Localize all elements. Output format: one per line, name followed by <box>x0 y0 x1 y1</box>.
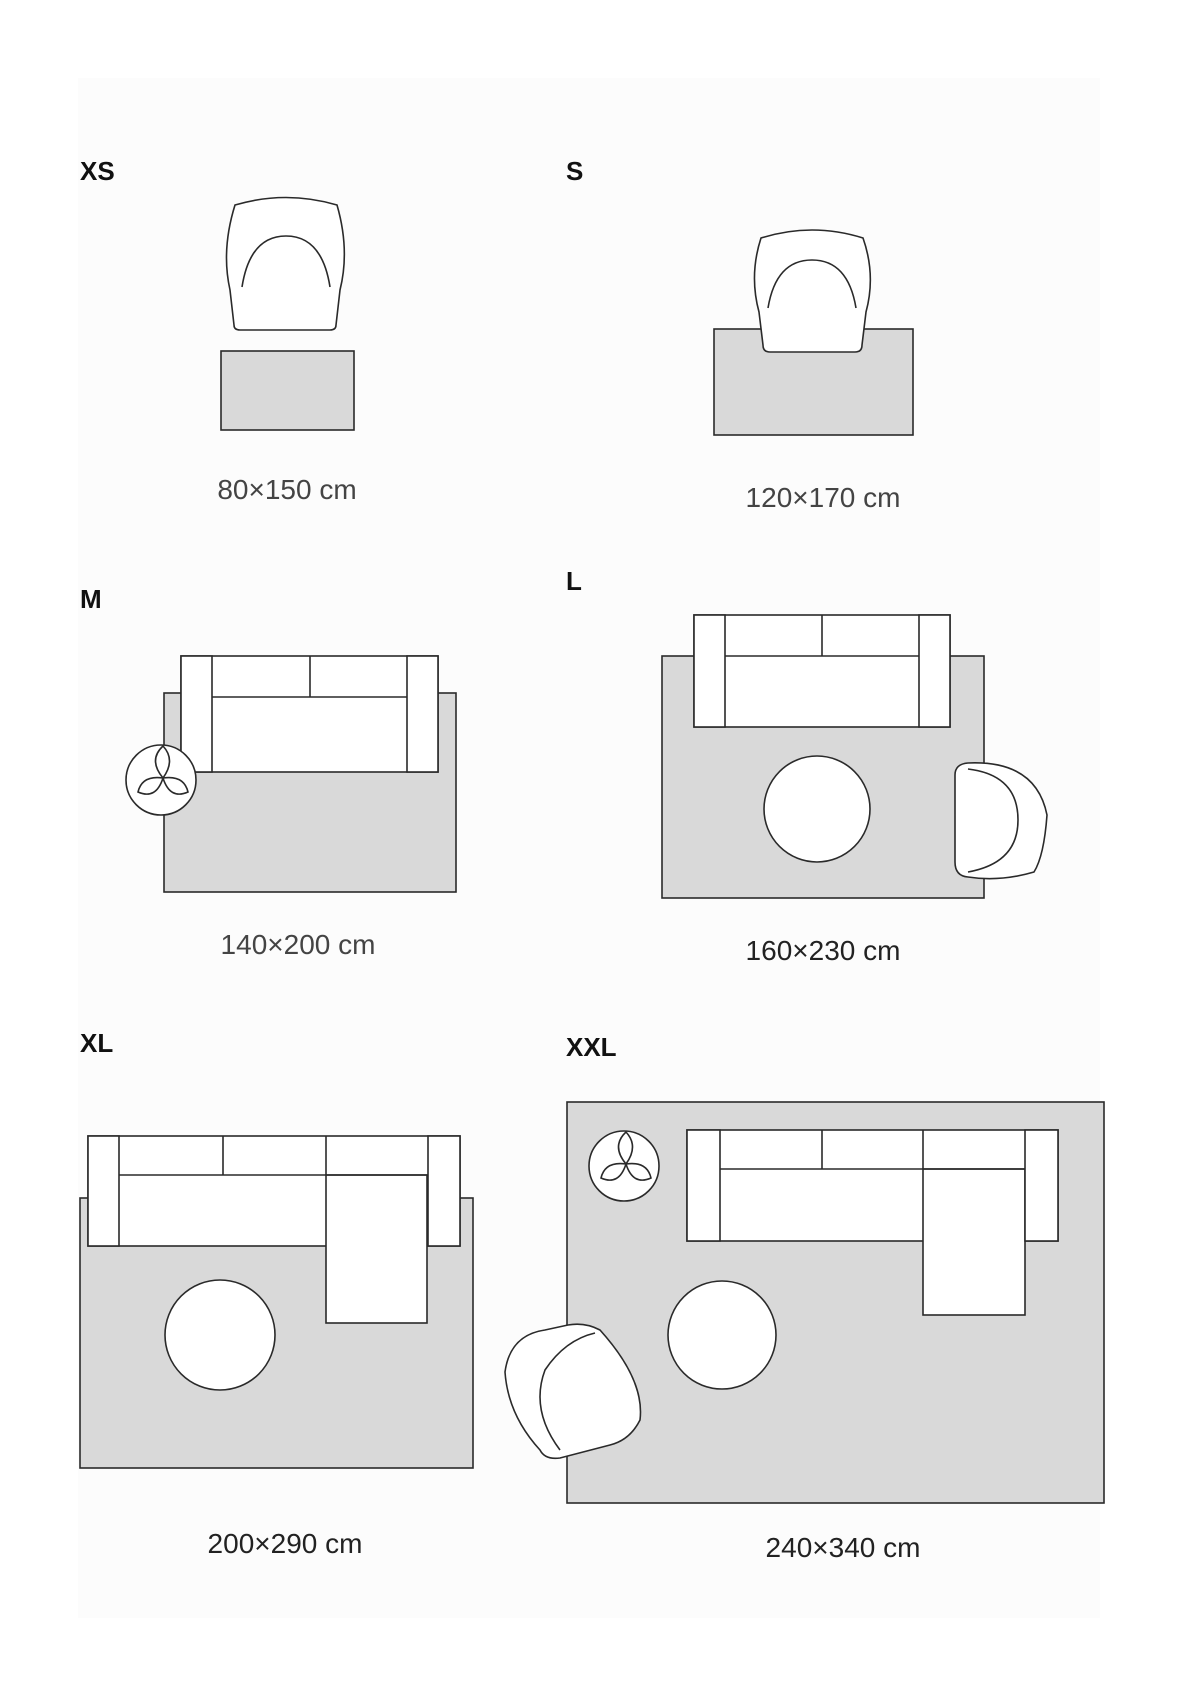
dimensions-s: 120×170 cm <box>745 482 901 513</box>
rug-xs <box>220 350 355 431</box>
size-label-xl: XL <box>80 1028 114 1058</box>
size-label-xs: XS <box>80 156 115 186</box>
corner-sofa-icon <box>686 1129 1059 1316</box>
plan-l <box>661 614 1048 899</box>
size-label-m: M <box>80 584 102 614</box>
plan-xl <box>79 1135 474 1469</box>
armchair-icon <box>753 229 872 353</box>
plant-icon <box>125 744 197 816</box>
sofa-icon <box>693 614 951 728</box>
size-label-xxl: XXL <box>566 1032 617 1062</box>
coffee-table-icon <box>667 1280 777 1390</box>
armchair-icon <box>954 762 1048 880</box>
coffee-table-icon <box>763 755 871 863</box>
dimensions-m: 140×200 cm <box>220 929 376 960</box>
corner-sofa-icon <box>87 1135 461 1324</box>
plan-m <box>125 655 457 893</box>
dimensions-xs: 80×150 cm <box>217 474 357 505</box>
plant-icon <box>588 1130 660 1202</box>
armchair-icon <box>225 196 346 331</box>
plan-s <box>713 229 914 436</box>
dimensions-l: 160×230 cm <box>745 935 901 966</box>
armchair-icon <box>504 1323 642 1460</box>
dimensions-xl: 200×290 cm <box>207 1528 363 1559</box>
plan-xs <box>220 196 355 431</box>
coffee-table-icon <box>164 1279 276 1391</box>
size-label-s: S <box>566 156 584 186</box>
dimensions-xxl: 240×340 cm <box>765 1532 921 1563</box>
sofa-icon <box>180 655 439 773</box>
size-label-l: L <box>566 566 582 596</box>
plan-xxl <box>504 1101 1105 1504</box>
